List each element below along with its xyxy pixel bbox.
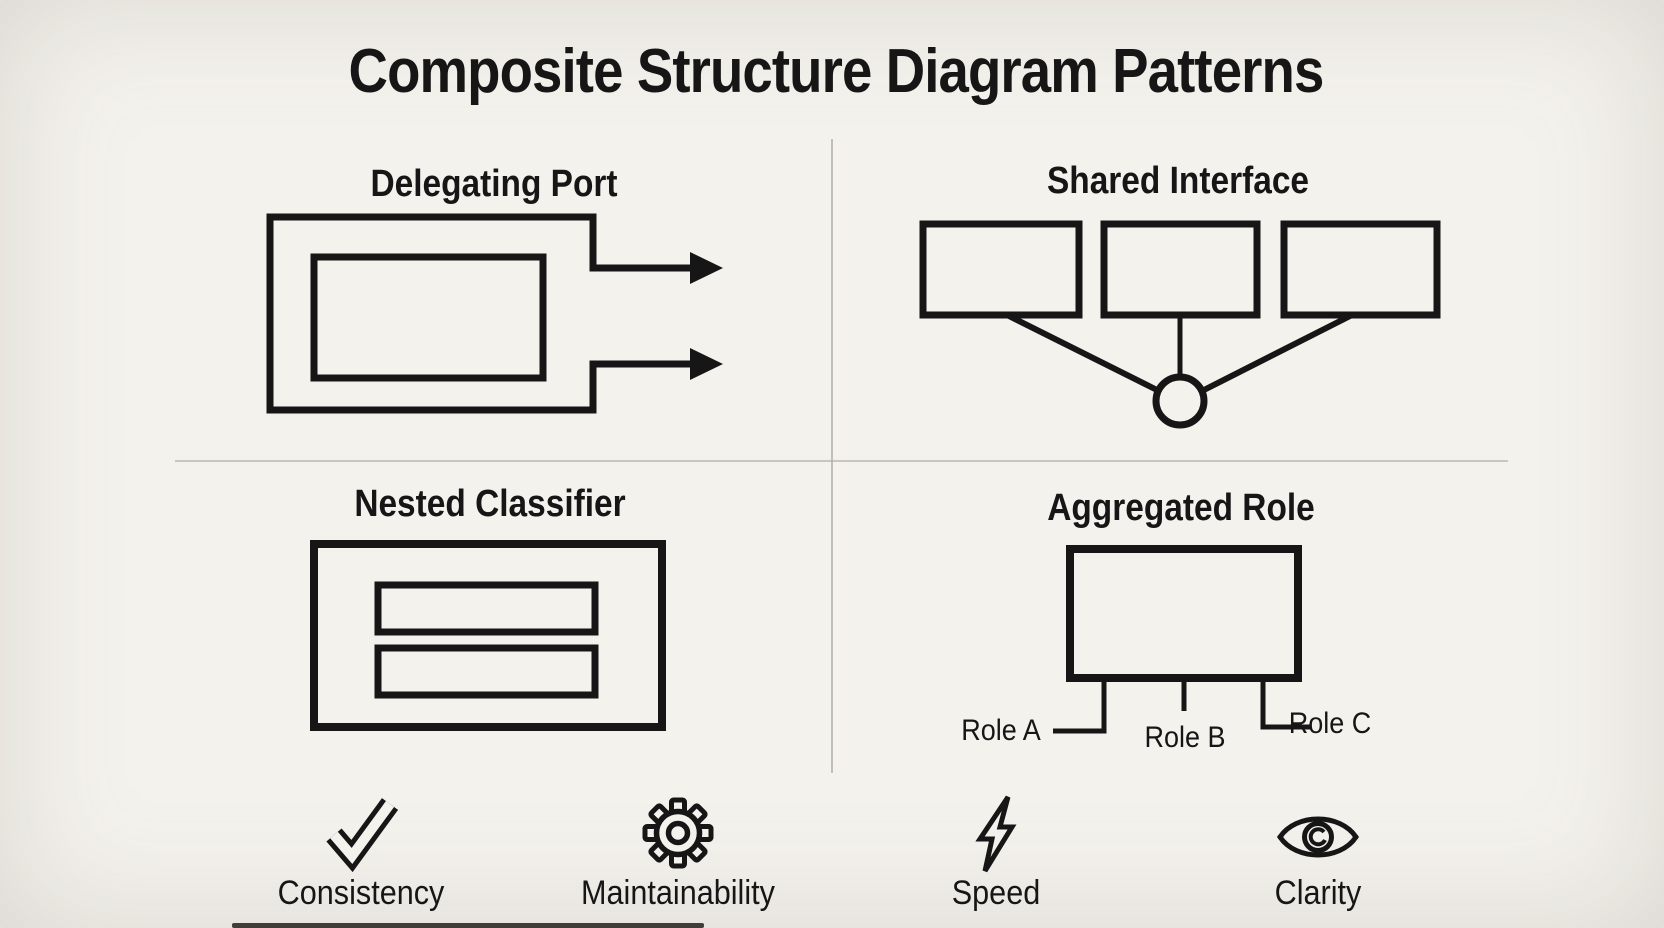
nested-part-box-1 [374,581,599,636]
outer-classifier-box [310,540,666,731]
role-a-connector [1053,678,1107,734]
interface-ball [1152,373,1208,429]
benefit-label-maintainability: Maintainability [581,874,775,912]
quadrant-dividers [175,139,1508,773]
benefit-label-speed: Speed [951,874,1041,912]
bottom-edge-artifact [232,923,704,928]
role-c-connector [1260,678,1311,730]
lightning-icon [975,795,1017,873]
check-icon [326,798,399,873]
component-outline [266,213,695,414]
upper-arrowhead-icon [690,252,723,284]
delegating-port-diagram [266,213,723,414]
aggregated-role-diagram [1053,545,1311,734]
pattern-title-shared-interface: Shared Interface [1046,160,1310,202]
component-box-1 [919,220,1083,319]
connector-left [1005,312,1161,394]
role-b-label: Role B [1144,721,1226,754]
aggregate-box [1066,545,1302,682]
page-title: Composite Structure Diagram Patterns [348,37,1325,106]
benefit-label-clarity: Clarity [1274,874,1362,912]
component-box-2 [1100,220,1261,319]
nested-classifier-diagram [310,540,666,731]
gear-icon [642,797,714,869]
lower-arrowhead-icon [690,348,723,380]
connector-right [1200,312,1354,394]
pattern-title-delegating-port: Delegating Port [370,163,618,205]
nested-part-box [310,253,547,382]
pattern-title-nested-classifier: Nested Classifier [354,483,626,525]
eye-icon [1276,816,1360,858]
role-c-label: Role C [1288,707,1372,740]
shared-interface-diagram [919,220,1441,429]
benefit-label-consistency: Consistency [277,874,445,912]
role-a-label: Role A [961,714,1041,747]
benefit-icons [326,795,1360,873]
nested-part-box-2 [374,644,599,699]
component-box-3 [1280,220,1441,319]
pattern-title-aggregated-role: Aggregated Role [1047,487,1315,529]
